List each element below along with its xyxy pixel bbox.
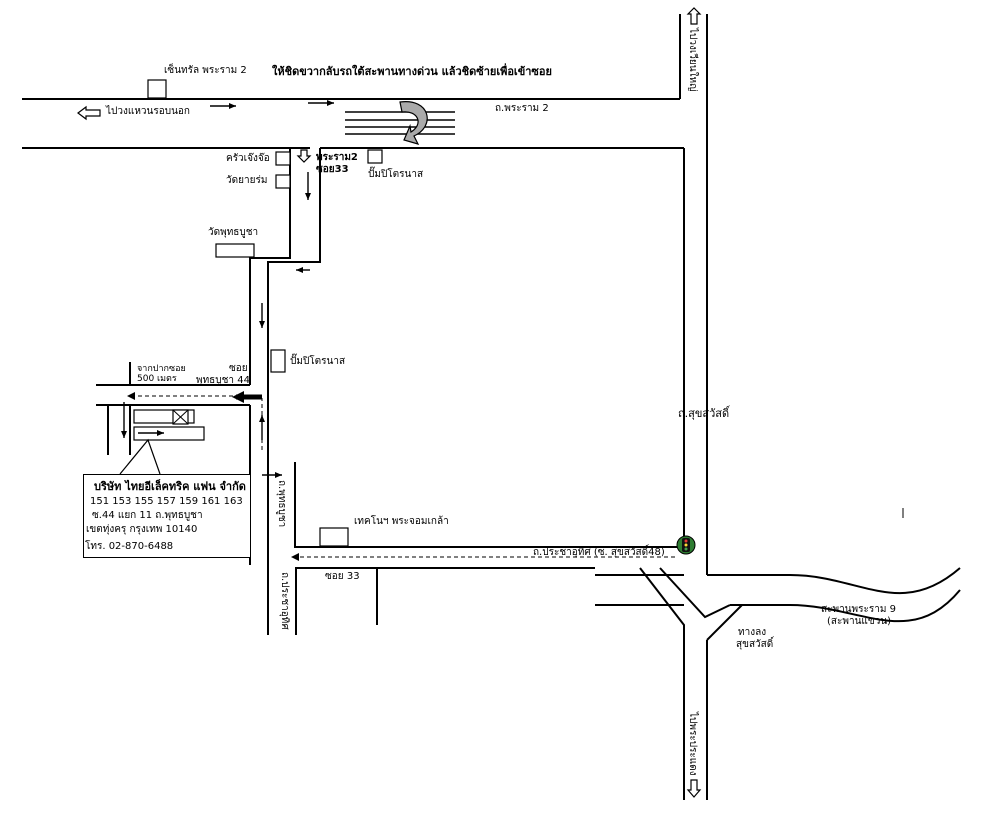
address-line-1: 151 153 155 157 159 161 163 — [90, 496, 243, 507]
company-info-box: บริษัท ไทยอีเล็คทริค แฟน จำกัด 151 153 1… — [83, 474, 251, 558]
from-soi-mouth-label: จากปากซอย — [137, 364, 186, 374]
soi33-west-edge — [249, 148, 291, 385]
soi33-top-label: ซอย33 — [316, 164, 349, 175]
factory-marker-cross — [172, 409, 189, 425]
khrua-jeng-jo-label: ครัวเจ๊งจ๊อ — [226, 153, 270, 164]
company-name: บริษัท ไทยอีเล็คทริค แฟน จำกัด — [94, 480, 246, 493]
phutthabucha-east-pracha-uthit-north — [294, 462, 684, 548]
central-rama2-label: เซ็นทรัล พระราม 2 — [164, 65, 247, 76]
address-line-2: ซ.44 แยก 11 ถ.พุทธบูชา — [92, 510, 203, 521]
ramp-east — [706, 604, 743, 641]
pracha-uthit-road-label: ถ.ประชาอุทิศ (ซ. สุขสวัสดิ์48) — [533, 547, 665, 558]
phone-line: โทร. 02-870-6488 — [85, 541, 174, 552]
ptt-top-building — [367, 149, 383, 164]
ptt-middle-label: ปั๊มปิโตรนาส — [290, 356, 346, 367]
wat-phutthabucha-building — [215, 243, 255, 258]
u-turn-arrow-icon — [399, 101, 428, 145]
ramp-west — [639, 567, 685, 640]
to-outer-ring-label: ไปวงแหวนรอบนอก — [106, 106, 190, 117]
khrua-jeng-jo-building — [275, 151, 291, 166]
top-instruction: ให้ชิดขวากลับรถใต้สะพานทางด่วน แล้วชิดซ้… — [272, 65, 552, 78]
ptt-top-label: ปั๊มปิโตรนาส — [368, 169, 424, 180]
rama9-bridge-label: สะพานพระราม 9 — [821, 604, 896, 615]
kmutt-label: เทคโนฯ พระจอมเกล้า — [354, 516, 449, 527]
soi-label: ซอย — [229, 363, 248, 374]
distance-label: 500 เมตร — [137, 374, 177, 384]
suksawat-road-label: ถ.สุขสวัสดิ์ — [678, 407, 730, 420]
bold-turn-arrowhead — [232, 391, 244, 403]
kmutt-building — [319, 527, 349, 547]
rama2-road-label: ถ.พระราม 2 — [495, 103, 549, 114]
rama2-label: พระราม2 — [316, 152, 358, 163]
central-rama2-building — [147, 79, 167, 99]
to-wongwian-yai-label: ไปวงเวียนใหญ่ — [687, 28, 698, 92]
traffic-light-icon — [676, 535, 696, 555]
exit-label: ทางลง — [738, 627, 767, 638]
rama9-bridge-south — [730, 589, 961, 623]
suspension-bridge-label: (สะพานแขวน) — [827, 616, 892, 627]
ramp-middle — [659, 567, 731, 619]
soi33-east-edge-upper — [267, 148, 321, 472]
soi44-block-2 — [133, 426, 205, 441]
company-callout-pointer — [119, 438, 161, 475]
rama9-bridge-north — [707, 567, 961, 594]
wat-yai-rom-building — [275, 174, 291, 189]
arrow-down-pradaeng-icon — [686, 779, 702, 798]
address-line-3: เขตทุ่งครุ กรุงเทพ 10140 — [86, 524, 198, 535]
ptt-mid-building — [270, 349, 286, 373]
suksawat-exit-label: สุขสวัสดิ์ — [736, 639, 774, 650]
arrow-up-wongwian-icon — [686, 7, 702, 25]
wat-yai-rom-label: วัดยายร่ม — [226, 175, 268, 186]
to-phra-pradaeng-label: ไปพระประแดง — [687, 712, 698, 776]
arrow-into-soi33-icon — [296, 149, 312, 163]
pracha-uthit-vert-label: ถ.ประชาอุทิศ — [279, 572, 290, 630]
wat-phutthabucha-label: วัดพุทธบูชา — [208, 227, 259, 238]
soi33-bottom-label: ซอย 33 — [325, 571, 360, 582]
arrow-left-outer-ring-icon — [77, 105, 101, 121]
phutthabucha44-label: พุทธบูชา 44 — [196, 375, 250, 386]
phutthabucha-road-label: ถ.พุทธบูชา — [276, 480, 287, 528]
